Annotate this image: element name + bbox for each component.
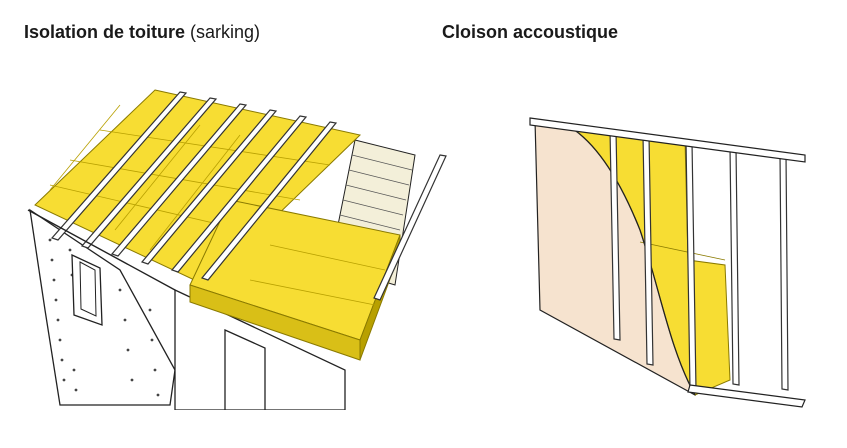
acoustic-partition-heading: Cloison accoustique (442, 22, 618, 43)
roof-insulation-heading: Isolation de toiture (sarking) (24, 22, 260, 43)
roof-sarking-illustration (27, 89, 447, 410)
house-wall-gable (174, 288, 346, 410)
acoustic-partition-title: Cloison accoustique (442, 22, 619, 42)
acoustic-partition-illustration (529, 117, 806, 408)
top-track (529, 117, 806, 163)
eaves-line (27, 209, 176, 291)
gable-window (224, 328, 266, 410)
house-wall-left (29, 208, 176, 406)
roof-insulation-subtitle: (sarking) (190, 22, 261, 42)
roof-battens (50, 91, 447, 301)
roof-insulation-title: Isolation de toiture (24, 22, 186, 42)
wall-fixing-dots (48, 238, 160, 397)
cut-edge-curve (564, 123, 696, 396)
bottom-track (687, 384, 806, 408)
